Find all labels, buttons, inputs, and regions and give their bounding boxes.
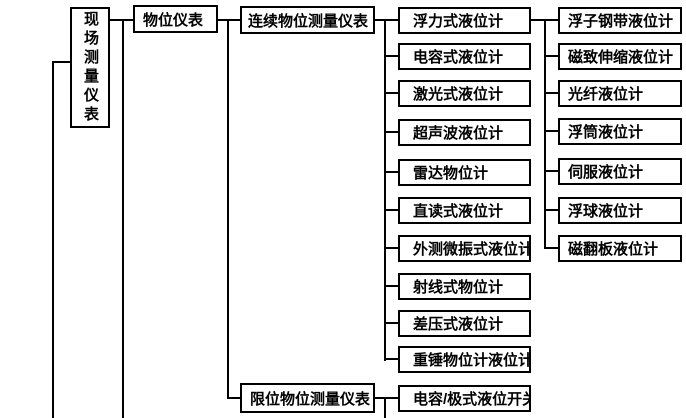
node-differential-pressure-gauge: 差压式液位计: [398, 310, 531, 337]
connector-line: [531, 19, 546, 21]
node-ray-gauge: 射线式物位计: [398, 273, 531, 300]
connector-line: [544, 92, 558, 94]
connector-line: [384, 397, 386, 418]
connector-line: [544, 19, 558, 21]
connector-line: [52, 61, 70, 63]
connector-line: [375, 19, 386, 21]
node-float-ball-gauge: 浮球液位计: [558, 197, 682, 224]
connector-line: [384, 92, 398, 94]
connector-line: [544, 130, 558, 132]
node-radar-gauge: 雷达物位计: [398, 159, 531, 186]
node-heavy-hammer-gauge: 重锤物位计液位计: [398, 346, 531, 373]
connector-line: [52, 61, 54, 418]
node-capacitance-electrode-switch: 电容/极式液位开关: [398, 385, 531, 412]
connector-line: [384, 322, 398, 324]
connector-line: [544, 19, 546, 249]
node-limit-level-group: 限位物位测量仪表: [240, 383, 375, 413]
node-servo-gauge: 伺服液位计: [558, 158, 682, 185]
node-magnetostrictive-gauge: 磁致伸缩液位计: [558, 43, 682, 70]
connector-line: [227, 397, 240, 399]
connector-line: [218, 19, 240, 21]
connector-line: [384, 171, 398, 173]
node-ultrasonic-gauge: 超声波液位计: [398, 119, 531, 146]
connector-line: [384, 19, 386, 361]
connector-line: [122, 19, 124, 418]
connector-line: [384, 19, 398, 21]
connector-line: [544, 170, 558, 172]
connector-line: [384, 209, 398, 211]
connector-line: [544, 55, 558, 57]
node-buoyancy-gauge: 浮力式液位计: [398, 7, 531, 34]
connector-line: [384, 247, 398, 249]
node-capacitance-gauge: 电容式液位计: [398, 43, 531, 70]
connector-line: [544, 247, 558, 249]
node-magnetic-flap-gauge: 磁翻板液位计: [558, 235, 682, 262]
node-external-micro-vibration-gauge: 外测微振式液位计: [398, 235, 531, 262]
node-laser-gauge: 激光式液位计: [398, 80, 531, 107]
node-continuous-level-group: 连续物位测量仪表: [240, 6, 375, 34]
connector-line: [384, 55, 398, 57]
node-root: 现场测量仪表: [70, 7, 110, 128]
connector-line: [544, 209, 558, 211]
node-displacer-gauge: 浮筒液位计: [558, 118, 682, 145]
connector-line: [384, 358, 398, 360]
node-optical-fiber-gauge: 光纤液位计: [558, 80, 682, 107]
node-direct-reading-gauge: 直读式液位计: [398, 197, 531, 224]
connector-line: [108, 19, 133, 21]
node-level-instruments: 物位仪表: [133, 5, 218, 33]
node-float-steel-band-gauge: 浮子钢带液位计: [558, 7, 682, 34]
connector-line: [375, 397, 398, 399]
connector-line: [227, 19, 229, 399]
connector-line: [384, 131, 398, 133]
connector-line: [384, 285, 398, 287]
